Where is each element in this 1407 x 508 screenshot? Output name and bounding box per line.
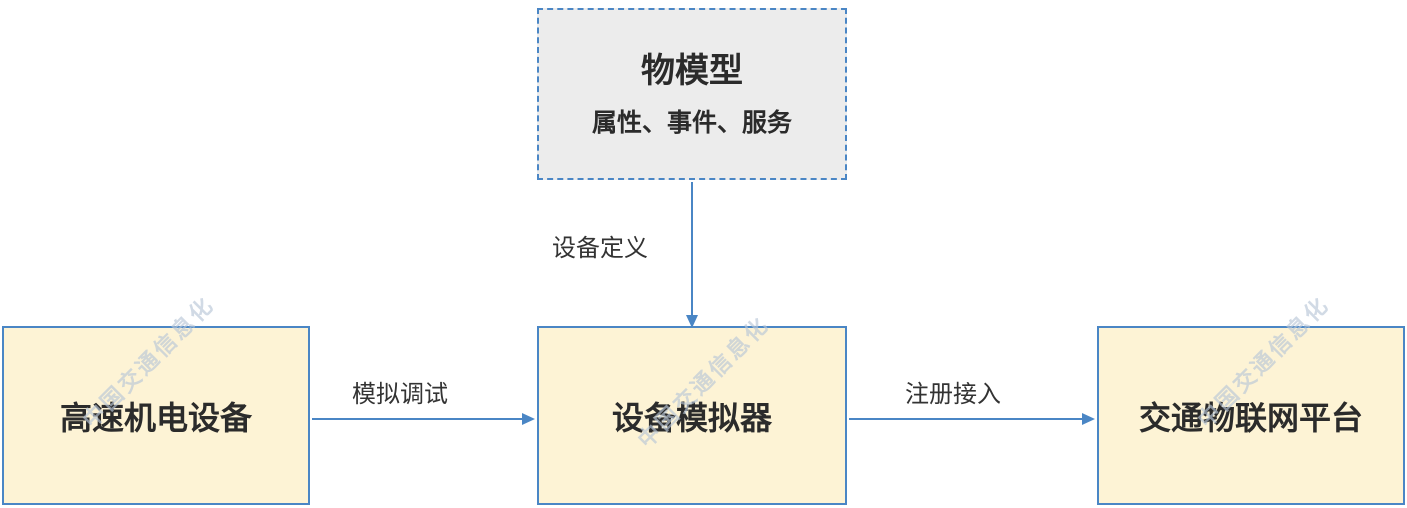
edge-label-device-definition: 设备定义 (552, 235, 648, 262)
thing-model-subtitle: 属性、事件、服务 (591, 109, 792, 138)
node-thing-model: 物模型 属性、事件、服务 (537, 8, 847, 180)
node-device-simulator: 设备模拟器 (537, 326, 847, 505)
iot-platform-label: 交通物联网平台 (1138, 399, 1363, 436)
edge-label-register-access: 注册接入 (905, 381, 1001, 408)
node-iot-platform: 交通物联网平台 (1097, 326, 1405, 505)
edge-register-access-arrow (849, 413, 1095, 425)
thing-model-title: 物模型 (641, 51, 743, 90)
edge-simulate-debug-arrow (312, 413, 535, 425)
edge-device-definition-arrow (686, 182, 698, 328)
edge-label-simulate-debug: 模拟调试 (352, 381, 448, 408)
device-simulator-label: 设备模拟器 (611, 399, 772, 436)
node-highway-equipment: 高速机电设备 (2, 326, 310, 505)
highway-equipment-label: 高速机电设备 (59, 399, 252, 436)
